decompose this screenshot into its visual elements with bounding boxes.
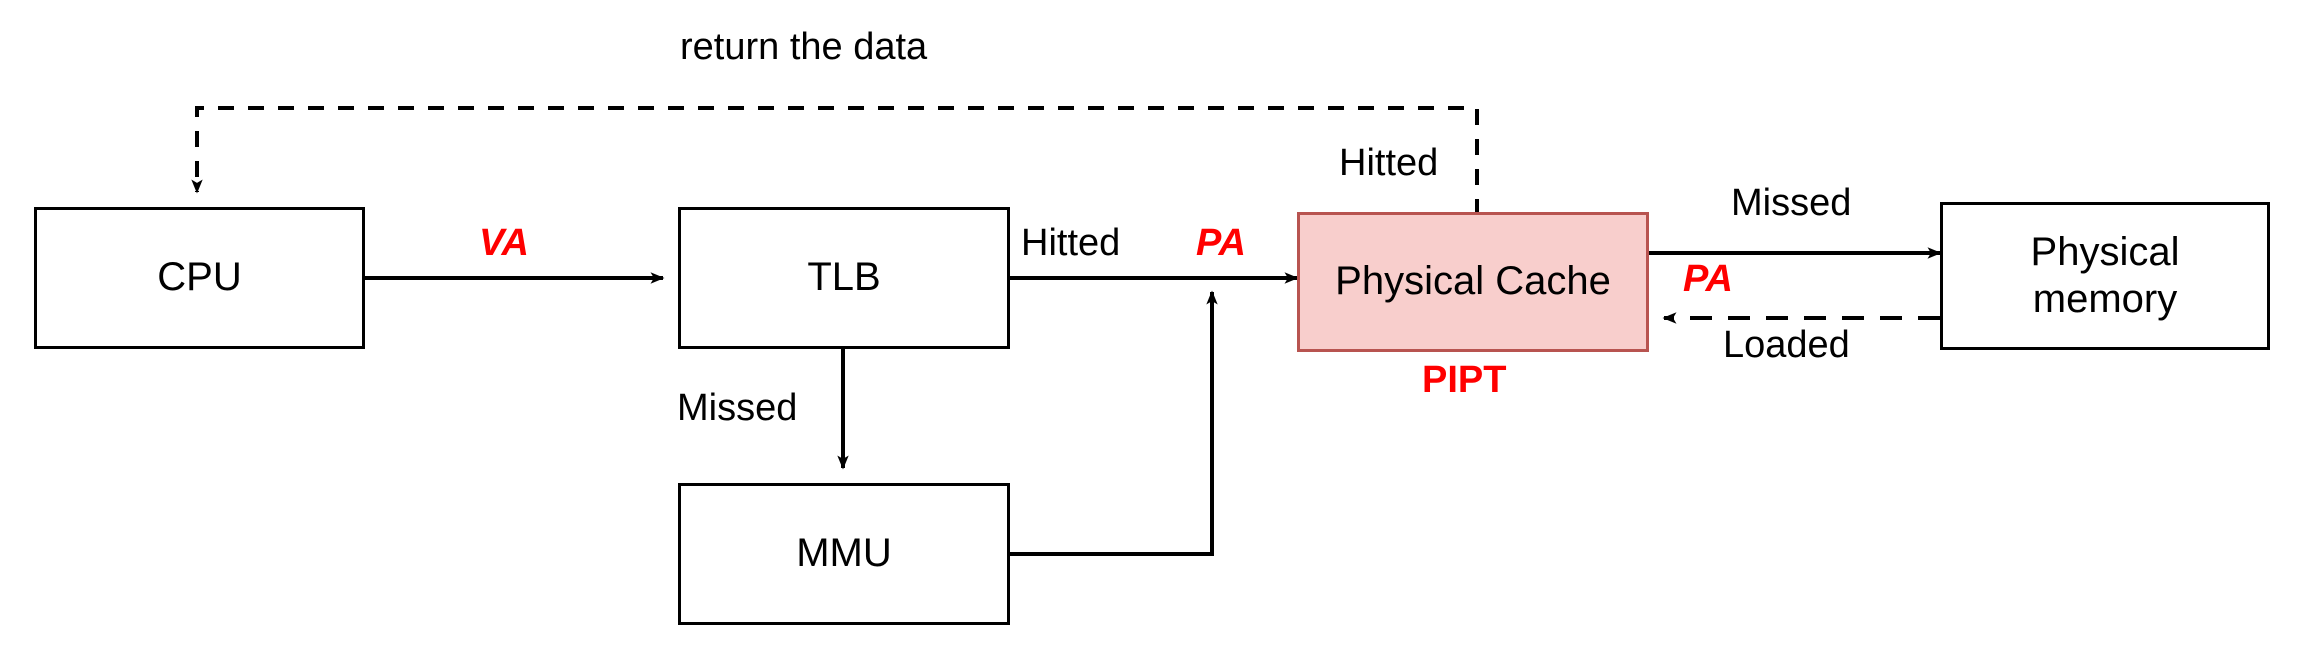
label-hitted-cache: Hitted <box>1339 142 1438 185</box>
node-cpu[interactable]: CPU <box>34 207 365 349</box>
node-tlb-label: TLB <box>807 255 881 300</box>
label-va-text: VA <box>479 222 529 264</box>
label-hitted-tlb-text: Hitted <box>1021 222 1121 264</box>
label-pa-memory: PA <box>1683 258 1733 301</box>
node-tlb[interactable]: TLB <box>678 207 1010 349</box>
label-missed-tlb: Missed <box>677 387 797 430</box>
label-missed-cache-text: Missed <box>1731 182 1852 224</box>
label-pipt-text: PIPT <box>1422 359 1507 401</box>
label-return-the-data-text: return the data <box>680 26 928 68</box>
label-loaded: Loaded <box>1723 324 1850 367</box>
label-missed-cache: Missed <box>1731 182 1851 225</box>
edge-cache-to-cpu <box>191 106 1479 215</box>
edge-mmu-to-cache <box>1010 290 1218 556</box>
label-pa-tlb: PA <box>1196 222 1246 265</box>
label-hitted-cache-text: Hitted <box>1339 142 1439 184</box>
node-mmu-label: MMU <box>796 531 892 576</box>
node-physical-cache-label: Physical Cache <box>1335 259 1611 304</box>
node-physical-memory-label-line1: Physical <box>2030 229 2180 274</box>
node-mmu[interactable]: MMU <box>678 483 1010 625</box>
node-physical-memory[interactable]: Physical memory <box>1940 202 2270 350</box>
label-pipt: PIPT <box>1422 359 1506 402</box>
label-pa-tlb-text: PA <box>1196 222 1246 264</box>
node-cpu-label: CPU <box>157 255 242 300</box>
node-physical-memory-label-line2: memory <box>2032 277 2178 321</box>
node-physical-cache[interactable]: Physical Cache <box>1297 212 1649 352</box>
label-loaded-text: Loaded <box>1723 324 1850 366</box>
label-return-the-data: return the data <box>680 26 927 69</box>
label-missed-tlb-text: Missed <box>677 387 798 429</box>
label-pa-memory-text: PA <box>1683 258 1733 300</box>
label-hitted-tlb: Hitted <box>1021 222 1120 265</box>
label-va: VA <box>479 222 529 265</box>
